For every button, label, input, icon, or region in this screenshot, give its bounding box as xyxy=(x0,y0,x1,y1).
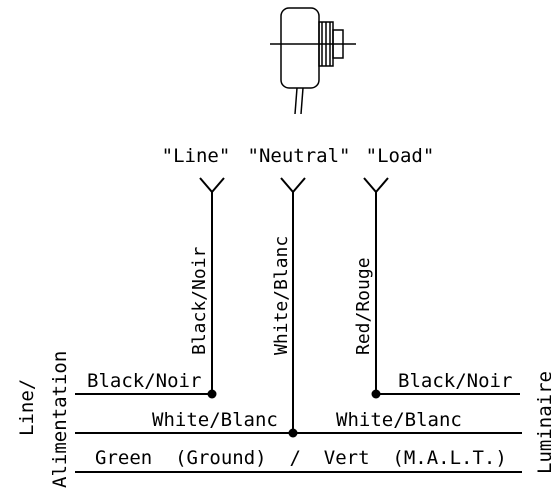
lead-red-label: Red/Rouge xyxy=(353,257,374,355)
black-luminaire-label: Black/Noir xyxy=(398,370,512,392)
lead-white-label: White/Blanc xyxy=(271,236,292,355)
terminal-load-fork xyxy=(363,177,389,194)
alimentation-side-label: Alimentation xyxy=(49,351,71,488)
line-side-label: Line/ xyxy=(16,379,38,436)
white-line-label: White/Blanc xyxy=(152,409,278,431)
white-junction-dot xyxy=(288,428,298,438)
device-icon xyxy=(270,7,356,115)
terminal-neutral-fork xyxy=(280,177,306,194)
terminal-line-label: "Line" xyxy=(162,145,231,167)
terminal-load-label: "Load" xyxy=(366,145,435,167)
lead-black-label: Black/Noir xyxy=(189,246,210,355)
red-junction-dot xyxy=(371,389,381,399)
white-luminaire-label: White/Blanc xyxy=(336,409,462,431)
terminal-line-fork xyxy=(199,177,225,194)
luminaire-side-label: Luminaire xyxy=(534,371,551,474)
ground-label: Green (Ground) / Vert (M.A.L.T.) xyxy=(95,447,507,469)
black-junction-dot xyxy=(207,389,217,399)
terminal-neutral-label: "Neutral" xyxy=(248,145,351,167)
black-line-label: Black/Noir xyxy=(87,370,201,392)
